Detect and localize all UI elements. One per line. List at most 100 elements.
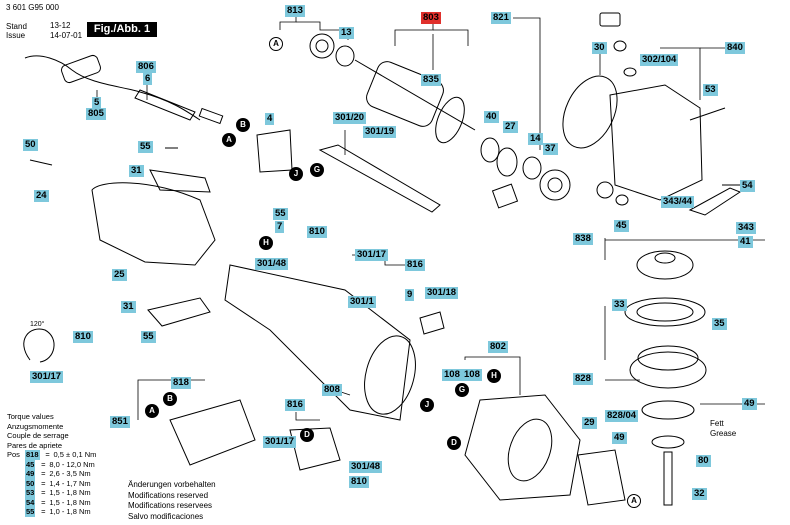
part-301-20: 301/20 (333, 112, 367, 124)
part-108a: 108 (442, 369, 462, 381)
part-108b: 108 (462, 369, 482, 381)
torque-pos: 50 (25, 478, 36, 488)
torque-title-fr: Couple de serrage (7, 431, 69, 440)
torque-pos: 49 (25, 469, 36, 479)
torque-value: 1,0 - 1,8 Nm (49, 507, 91, 516)
gasket-33-inner (636, 302, 694, 322)
bearing-13b (335, 45, 355, 67)
fett-note: Fett (710, 419, 724, 428)
torque-pos: 54 (25, 497, 36, 507)
part-49b: 49 (612, 432, 627, 444)
torque-row: 55 = 1,0 - 1,8 Nm (7, 507, 96, 517)
mod-line-en: Modifications reserved (128, 490, 209, 500)
torque-row: 54 = 1,5 - 1,8 Nm (7, 497, 96, 507)
part-14: 14 (528, 133, 543, 145)
nut-45 (615, 194, 629, 206)
part-54: 54 (740, 180, 755, 192)
cover-301-18 (419, 311, 445, 335)
part-816b: 816 (285, 399, 305, 411)
armature-fan (435, 96, 465, 144)
part-13: 13 (339, 27, 354, 39)
bearing-37 (539, 169, 571, 201)
part-301-17b: 301/17 (30, 371, 64, 383)
part-810c: 810 (349, 476, 369, 488)
armature-shaft (354, 59, 476, 131)
torque-title-es: Pares de apriete (7, 440, 63, 450)
part-4: 4 (265, 113, 275, 125)
part-50: 50 (23, 139, 38, 151)
part-53: 53 (703, 84, 718, 96)
part-343: 343 (736, 222, 756, 234)
torque-row: 49 = 2,6 - 3,5 Nm (7, 469, 96, 479)
grease-note: Grease (710, 429, 737, 438)
part-301-48a: 301/48 (255, 258, 289, 270)
marker-b-1: B (236, 118, 250, 132)
torque-value: 1,5 - 1,8 Nm (49, 488, 91, 497)
part-9: 9 (405, 289, 415, 301)
marker-j-1: J (289, 167, 303, 181)
mod-line-de: Änderungen vorbehalten (128, 480, 216, 489)
part-55b: 55 (273, 208, 288, 220)
button-cap (599, 12, 621, 27)
torque-pos-label: Pos (7, 450, 20, 459)
torque-row: 45 = 8,0 - 12,0 Nm (7, 459, 96, 469)
gear-14 (522, 156, 542, 180)
bearing-13-inner (315, 39, 329, 53)
bearing-flange-828-top (637, 345, 699, 371)
power-cord (24, 55, 201, 121)
part-838: 838 (573, 233, 593, 245)
torque-title-en: Torque values (7, 412, 54, 421)
part-40: 40 (484, 111, 499, 123)
gasket-33 (624, 297, 706, 327)
mod-line-es: Salvo modificaciones (128, 511, 204, 521)
torque-title-de: Anzugsmomente (7, 421, 64, 431)
issue-label: Issue (6, 31, 26, 40)
part-55a: 55 (138, 141, 153, 153)
bearing-13 (309, 33, 335, 59)
spindle-32 (663, 451, 673, 506)
part-802: 802 (488, 341, 508, 353)
mod-line-fr: Modifications reservees (128, 501, 213, 510)
issue-value: 14-07-01 (50, 31, 83, 40)
angle-note: 120° (30, 321, 45, 328)
plug-body (60, 54, 102, 84)
ring-40 (480, 137, 500, 163)
part-301-1: 301/1 (348, 296, 376, 308)
spring-washer (491, 183, 519, 209)
torque-pos: 818 (25, 450, 40, 460)
part-45: 45 (614, 220, 629, 232)
marker-h-1: H (259, 236, 273, 250)
pinion-45 (596, 181, 614, 199)
part-301-17c: 301/17 (263, 436, 297, 448)
part-5: 5 (92, 97, 102, 109)
leader-802 (464, 356, 521, 395)
modifications-note: Änderungen vorbehalten Modifications res… (128, 480, 216, 522)
part-31a: 31 (129, 165, 144, 177)
part-31b: 31 (121, 301, 136, 313)
stator-802 (464, 394, 581, 501)
torque-pos: 53 (25, 488, 36, 498)
part-37: 37 (543, 143, 558, 155)
marker-d-2: D (447, 436, 461, 450)
part-29: 29 (582, 417, 597, 429)
part-821: 821 (491, 12, 511, 24)
housing-flange-30 (562, 75, 618, 149)
marker-g-1: G (310, 163, 324, 177)
torque-row: 50 = 1,4 - 1,7 Nm (7, 478, 96, 488)
part-803: 803 (421, 12, 441, 24)
part-835: 835 (421, 74, 441, 86)
part-301-17a: 301/17 (355, 249, 389, 261)
marker-g-2: G (455, 383, 469, 397)
motor-housing-25 (91, 182, 216, 266)
leader-821 (513, 17, 541, 150)
part-35: 35 (712, 318, 727, 330)
leader-803b (433, 29, 469, 46)
doc-number: 3 601 G95 000 (6, 3, 59, 12)
armature-core (366, 61, 444, 127)
torque-eq: = (41, 488, 46, 497)
screw-50 (29, 159, 53, 166)
marker-a-3: A (145, 404, 159, 418)
part-806: 806 (136, 61, 156, 73)
gear-housing (609, 84, 703, 201)
